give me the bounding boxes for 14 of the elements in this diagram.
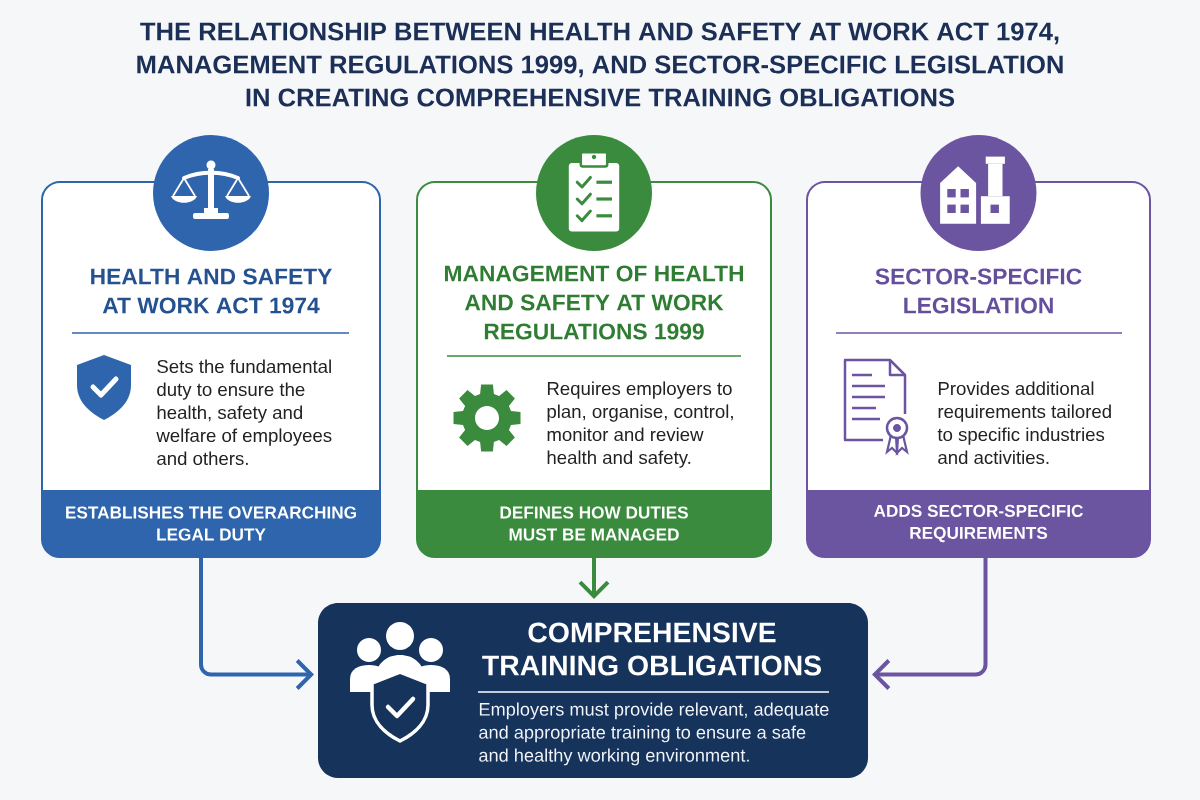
card-heading: MANAGEMENT OF HEALTH AND SAFETY AT WORK REGULATIONS 1999: [445, 265, 743, 340]
arrow: [199, 557, 314, 690]
footer-band: DEFINES HOW DUTIES MUST BE MANAGED: [417, 490, 771, 557]
arrow: [872, 557, 988, 690]
card-description: Requires employers to plan, organise, control, monitor and review health and safety.: [547, 381, 733, 468]
title: THE RELATIONSHIP BETWEEN HEALTH AND SAFETY AT WORK ACT 1974, MANAGEMENT REGULATIONS 1999, AND SECTOR-SPECIFIC LEGISLATION IN CREATING COMPREHENSIVE TRAINING OBLIGATIONS: [137, 22, 1063, 107]
box-description: Employers must provide relevant, adequate and appropriate training to ensure a safe and healthy working environment.: [479, 702, 829, 766]
box-heading: COMPREHENSIVE TRAINING OBLIGATIONS: [482, 622, 822, 676]
card-heading: HEALTH AND SAFETY AT WORK ACT 1974: [91, 268, 332, 314]
card-description: Provides additional requirements tailored to specific industries and activities.: [937, 381, 1111, 465]
footer-band: ADDS SECTOR-SPECIFIC REQUIREMENTS: [807, 490, 1150, 557]
card-heading: SECTOR-SPECIFIC LEGISLATION: [875, 268, 1082, 314]
footer-band: ESTABLISHES THE OVERARCHING LEGAL DUTY: [42, 490, 380, 557]
card-description: Sets the fundamental duty to ensure the health, safety and welfare of employees and others.: [156, 359, 332, 466]
